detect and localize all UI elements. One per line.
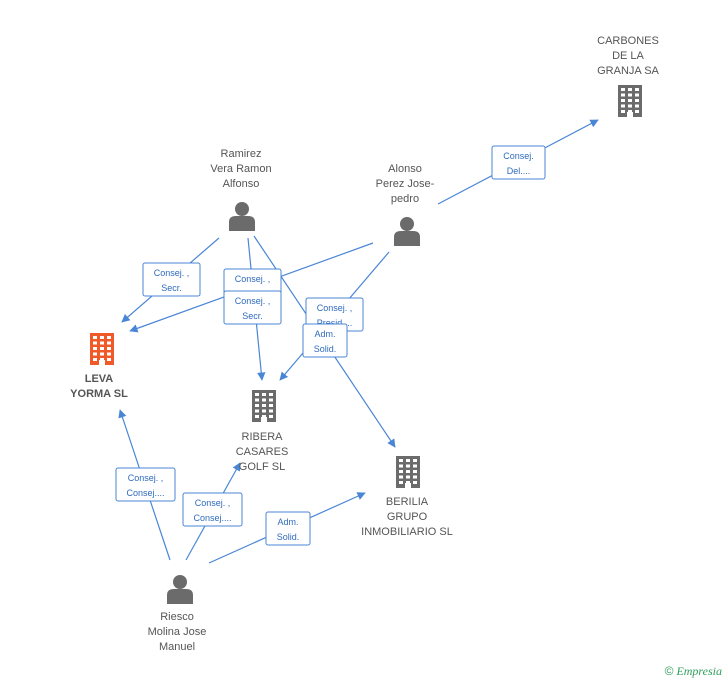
relation-box [265, 511, 311, 546]
node-label-ramirez: Alfonso [223, 178, 260, 190]
person-icon [394, 217, 420, 246]
relation-label-alonso-ribera[interactable]: Adm. Solid. [302, 323, 348, 358]
relation-label-riesco-berilia[interactable]: Adm. Solid. [265, 511, 311, 546]
relation-text: Consej. , [154, 268, 190, 278]
node-label-ribera: GOLF SL [239, 461, 285, 473]
relation-text: Consej.... [193, 513, 231, 523]
relation-text: Presid.... [317, 318, 353, 328]
node-label-ribera: CASARES [236, 446, 289, 458]
relation-text: Secr. [242, 311, 263, 321]
relation-text: Consej. [503, 151, 534, 161]
brand-name: Empresia [676, 664, 722, 678]
node-leva[interactable]: LEVA YORMA SL [70, 333, 128, 400]
relation-box [302, 323, 348, 358]
node-carbones[interactable]: CARBONES DE LA GRANJA SA [597, 35, 660, 117]
relation-label-riesco-ribera[interactable]: Consej. , Consej.... [182, 492, 243, 527]
relation-text: Consej. , [195, 498, 231, 508]
node-berilia[interactable]: BERILIA GRUPO INMOBILIARIO SL [361, 456, 453, 538]
relation-box [182, 492, 243, 527]
node-label-alonso: Perez Jose- [376, 178, 435, 190]
node-label-riesco: Molina Jose [148, 626, 207, 638]
node-label-alonso: Alonso [388, 163, 422, 175]
person-icon [167, 575, 193, 604]
copyright-symbol: © [664, 664, 674, 678]
node-ribera[interactable]: RIBERA CASARES GOLF SL [236, 390, 289, 473]
building-icon [90, 333, 114, 365]
relation-text: Solid. [277, 532, 300, 542]
node-label-ramirez: Ramirez [221, 148, 262, 160]
node-label-carbones: GRANJA SA [597, 65, 659, 77]
relation-label-riesco-leva[interactable]: Consej. , Consej.... [115, 467, 176, 502]
relation-box [142, 262, 201, 297]
relation-box [115, 467, 176, 502]
relation-text: Consej. , [128, 473, 164, 483]
node-label-leva: LEVA [85, 373, 114, 385]
building-icon [396, 456, 420, 488]
node-label-carbones: CARBONES [597, 35, 659, 47]
relation-box [223, 290, 282, 325]
node-label-riesco: Manuel [159, 641, 195, 653]
node-label-ribera: RIBERA [242, 431, 284, 443]
relation-text: Consej. , [235, 296, 271, 306]
node-label-leva: YORMA SL [70, 388, 128, 400]
brand-logo: © Empresia [665, 664, 722, 679]
building-icon [618, 85, 642, 117]
node-label-riesco: Riesco [160, 611, 194, 623]
relation-text: Solid. [314, 344, 337, 354]
node-label-carbones: DE LA [612, 50, 644, 62]
node-label-berilia: BERILIA [386, 496, 429, 508]
relation-label-ramirez-leva[interactable]: Consej. , Secr. [142, 262, 201, 297]
node-label-ramirez: Vera Ramon [210, 163, 271, 175]
node-label-berilia: INMOBILIARIO SL [361, 526, 453, 538]
node-label-berilia: GRUPO [387, 511, 428, 523]
relation-box [491, 145, 546, 180]
relation-text: Secr. [161, 283, 182, 293]
relation-text: Adm. [314, 329, 335, 339]
relation-text: Consej. , [235, 274, 271, 284]
person-icon [229, 202, 255, 231]
relation-text: Consej. , [317, 303, 353, 313]
node-label-alonso: pedro [391, 193, 419, 205]
relation-text: Adm. [277, 517, 298, 527]
building-icon [252, 390, 276, 422]
relation-label-alonso-carbones[interactable]: Consej. Del.... [491, 145, 546, 180]
relation-label-ramirez-ribera[interactable]: Consej. , Secr. [223, 290, 282, 325]
relation-text: Consej.... [126, 488, 164, 498]
relation-text: Del.... [507, 166, 531, 176]
